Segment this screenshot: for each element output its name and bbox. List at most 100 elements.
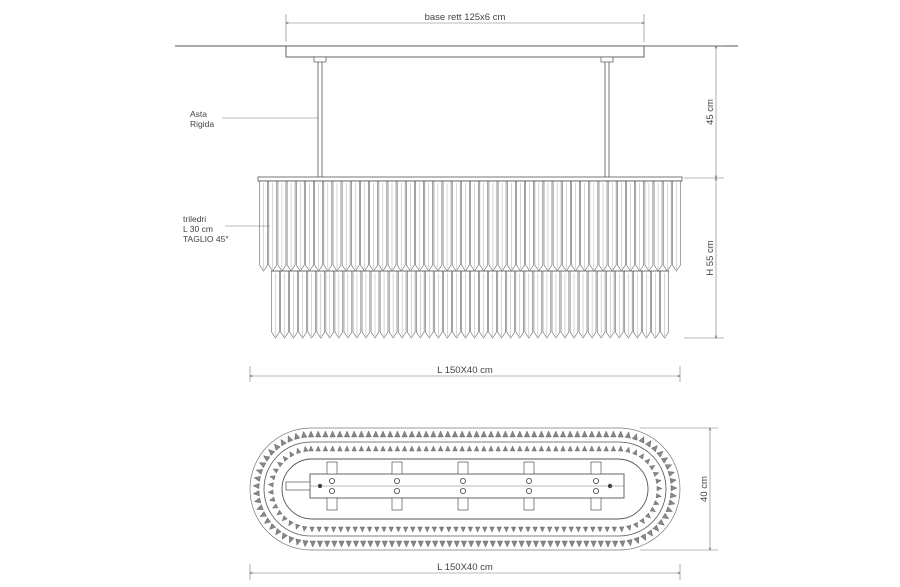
plan-crystal-tip: [480, 430, 487, 438]
plan-crystal-tip: [307, 430, 315, 438]
plan-crystal-tip: [651, 445, 658, 453]
plan-crystal-tip: [638, 453, 644, 460]
plan-crystal-tip: [269, 496, 276, 502]
plan-crystal-tip: [396, 540, 403, 548]
fixture-screw-top: [459, 477, 466, 484]
plan-crystal-tip: [267, 489, 274, 495]
plan-crystal-tip: [424, 526, 430, 533]
plan-crystal-tip: [656, 450, 664, 458]
body-height-label: H 55 cm: [705, 240, 716, 275]
plan-crystal-tip: [631, 433, 638, 441]
plan-crystal-tip: [402, 445, 408, 452]
plan-crystal-tip: [538, 445, 544, 452]
rod-callout: Asta Rigida: [190, 109, 318, 129]
plan-crystal-tip: [274, 443, 281, 451]
plan-crystal-tip: [430, 430, 437, 438]
plan-crystal-tip: [438, 445, 444, 452]
plan-crystal-tip: [437, 430, 444, 438]
plan-crystal-tip: [523, 430, 531, 438]
fixture-screw-bottom: [459, 487, 466, 494]
plan-crystal-tip: [489, 526, 495, 533]
plan-crystal-tip: [338, 526, 344, 533]
plan-crystal-tip: [467, 526, 473, 533]
plan-crystal-tip: [366, 445, 372, 452]
plan-crystal-tip: [655, 493, 662, 499]
plan-crystal-tip: [253, 475, 261, 482]
plan-crystal-tip: [665, 506, 673, 512]
plan-crystal-tip: [323, 526, 329, 533]
fixture-socket-top: [590, 461, 602, 475]
plan-crystal-tip: [524, 445, 530, 452]
plan-depth-dimension: 40 cm: [640, 427, 718, 551]
plan-crystal-tip: [330, 445, 336, 452]
plan-crystal-tip: [645, 440, 652, 448]
plan-crystal-tip: [646, 529, 653, 537]
fixture-socket-top: [326, 461, 338, 475]
base-plate: [285, 45, 645, 58]
plan-crystal-tip: [367, 540, 374, 548]
plan-crystal-tip: [596, 445, 602, 452]
plan-crystal-tip: [487, 430, 495, 438]
plan-crystal-tip: [604, 540, 611, 548]
plan-crystal-tip: [668, 499, 676, 506]
plan-crystal-tip: [595, 430, 603, 438]
plan-crystal-tip: [590, 526, 596, 533]
plan-crystal-tip: [439, 540, 446, 548]
plan-crystal-tip: [277, 461, 284, 468]
plan-crystal-tip: [282, 455, 289, 462]
plan-crystal-tip: [574, 445, 580, 452]
plan-outer-crystal-ring: [252, 430, 678, 548]
plan-inner-crystal-ring: [267, 445, 663, 533]
plan-crystal-tip: [531, 430, 538, 438]
plan-crystal-tip: [288, 520, 294, 527]
plan-crystal-tip: [468, 540, 475, 548]
plan-crystal-tip: [597, 526, 603, 533]
plan-crystal-tip: [496, 540, 503, 548]
plan-crystal-tip: [625, 446, 631, 453]
plan-crystal-tip: [430, 445, 436, 452]
plan-crystal-tip: [495, 430, 502, 438]
plan-crystal-tip: [617, 430, 624, 438]
plan-crystal-tip: [640, 533, 647, 541]
plan-crystal-tip: [302, 525, 308, 532]
plan-crystal-tip: [446, 526, 452, 533]
plan-crystal-tip: [288, 535, 295, 544]
plan-crystal-tip: [516, 430, 523, 438]
fixture-socket-top: [457, 461, 469, 475]
plan-crystal-tip: [652, 524, 660, 532]
plan-crystal-tip: [652, 472, 660, 477]
plan-crystal-tip: [394, 430, 401, 438]
plan-crystal-tip: [559, 430, 567, 438]
plan-crystal-tip: [459, 445, 465, 452]
plan-crystal-tip: [451, 430, 459, 438]
rod-mount-right: [607, 483, 613, 489]
plan-crystal-tip: [644, 458, 651, 465]
plan-crystal-tip: [352, 540, 359, 548]
plan-crystal-tip: [322, 445, 328, 452]
plan-crystal-tip: [255, 469, 264, 475]
plan-crystal-tip: [496, 526, 502, 533]
plan-crystal-tip: [316, 540, 323, 548]
frame-bar: [257, 176, 683, 182]
plan-crystal-tip: [669, 478, 677, 484]
plan-crystal-tip: [387, 430, 394, 438]
plan-crystal-tip: [511, 526, 517, 533]
plan-crystal-tip: [538, 430, 545, 438]
plan-crystal-tip: [518, 540, 525, 548]
fixture-screw-bottom: [593, 487, 600, 494]
plan-crystal-tip: [289, 451, 295, 458]
plan-crystal-tip: [618, 445, 624, 452]
plan-crystal-tip: [322, 430, 329, 438]
plan-crystal-tip: [445, 445, 451, 452]
plan-crystal-tip: [619, 526, 625, 533]
plan-crystal-tip: [460, 526, 466, 533]
plan-crystal-tip: [488, 445, 494, 452]
plan-crystal-tip: [281, 515, 288, 522]
plan-crystal-tip: [360, 540, 367, 548]
fixture-socket-bottom: [523, 497, 535, 511]
plan-crystal-tip: [316, 526, 322, 533]
plan-crystal-tip: [253, 497, 262, 504]
crystal-label-line1: triledri: [183, 214, 206, 224]
plan-crystal-tip: [301, 431, 308, 439]
plan-crystal-tip: [531, 445, 537, 452]
